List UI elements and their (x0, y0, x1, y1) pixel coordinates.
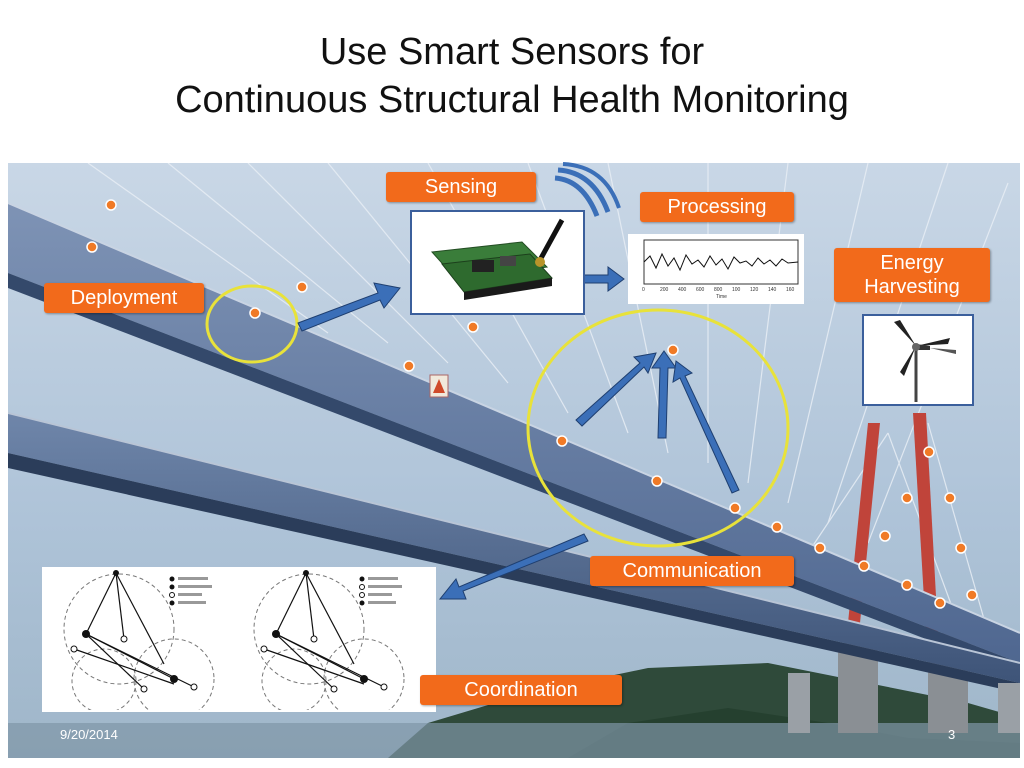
processing-signal-panel: 0 200 400 600 800 100 120 140 160 Time (628, 234, 804, 304)
svg-text:400: 400 (678, 287, 687, 293)
signal-plot-icon: 0 200 400 600 800 100 120 140 160 Time (642, 239, 799, 300)
deployment-highlight-circle (205, 284, 299, 364)
energy-label-line-1: Energy (880, 252, 944, 274)
svg-text:200: 200 (660, 287, 669, 293)
slide-title: Use Smart Sensors for Continuous Structu… (0, 28, 1024, 124)
wind-turbine-panel (862, 314, 974, 406)
energy-harvesting-label: Energy Harvesting (834, 248, 990, 302)
title-line-1: Use Smart Sensors for (319, 31, 705, 73)
sensor-board-icon (412, 212, 583, 313)
cluster-network-diagram (44, 569, 434, 720)
sensing-label: Sensing (386, 172, 536, 202)
svg-text:600: 600 (696, 287, 705, 293)
slide-page-number: 3 (948, 727, 956, 742)
svg-text:800: 800 (714, 287, 723, 293)
communication-highlight-circle (526, 308, 790, 548)
deployment-label: Deployment (44, 283, 204, 313)
wireless-signal-icon (554, 162, 621, 217)
svg-text:160: 160 (786, 287, 795, 293)
coordination-label: Coordination (420, 675, 622, 705)
processing-label: Processing (640, 192, 794, 222)
energy-label-line-2: Harvesting (864, 276, 960, 298)
svg-text:140: 140 (768, 287, 777, 293)
svg-text:120: 120 (750, 287, 759, 293)
communication-label: Communication (590, 556, 794, 586)
sensor-node-markers (86, 199, 978, 609)
svg-text:100: 100 (732, 287, 741, 293)
wind-turbine-icon (864, 316, 972, 404)
slide-date: 9/20/2014 (60, 727, 118, 742)
svg-text:0: 0 (642, 287, 645, 293)
coordination-diagram-panel (42, 567, 436, 720)
title-line-2: Continuous Structural Health Monitoring (175, 79, 849, 121)
sensor-board-panel (410, 210, 585, 315)
svg-text:Time: Time (716, 294, 727, 300)
diagram-legend (169, 576, 402, 606)
